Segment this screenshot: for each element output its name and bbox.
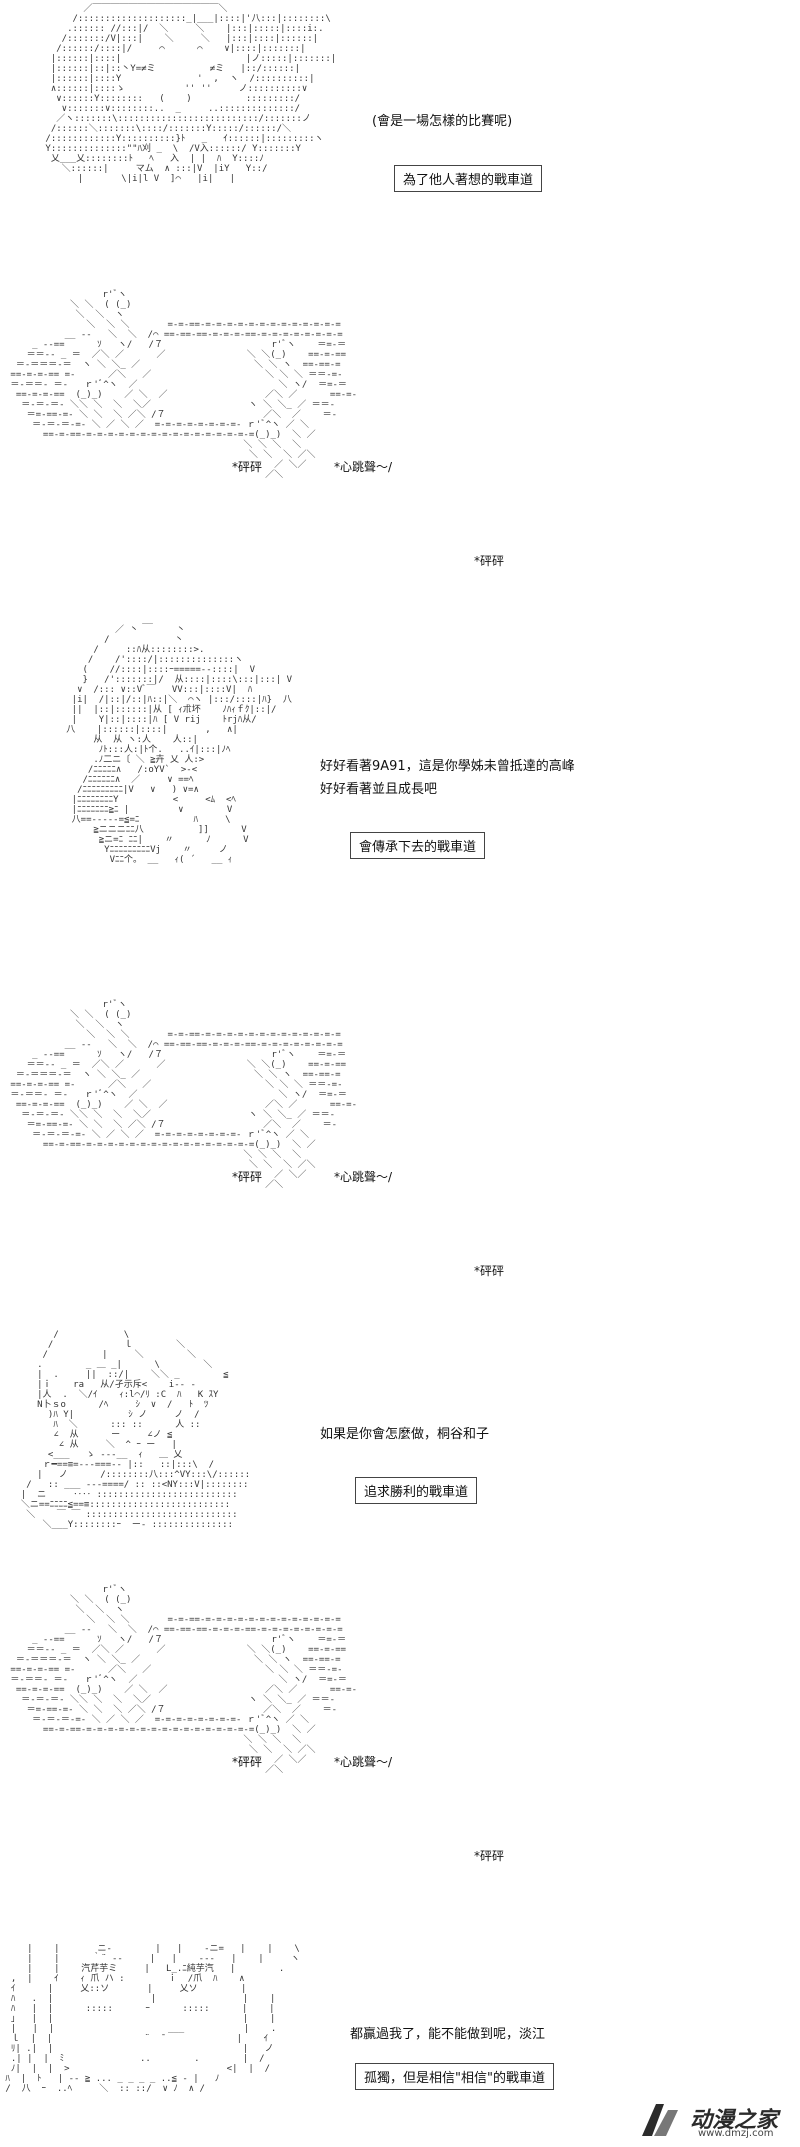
ascii-art-heartbeat: r'ﾞヽ ＼ ＼ ( (_) ＼ ＼ ヽ ＼ ＼ ＼ =‐=‐==‐=‐=‐=‐… (10, 290, 358, 480)
sfx-heartbeat: *心跳聲～/ (332, 1168, 395, 1185)
ascii-art-character-3: / \ / ｌ ＼ / | ＼ ＼ . _ ＿ _| \ ＼ | . || ::… (20, 1330, 251, 1530)
ascii-art-heartbeat: r'ﾞヽ ＼ ＼ ( (_) ＼ ＼ ヽ ＼ ＼ ＼ =‐=‐==‐=‐=‐=‐… (10, 1585, 358, 1775)
caption-line: 如果是你會怎麼做，桐谷和子 (320, 1427, 490, 1442)
boxed-caption: 孤獨，但是相信"相信"的戰車道 (355, 2063, 554, 2090)
panel-1: ／￣￣￣￣￣￣￣￣￣￣￣￣￣￣＼ /::::::::::::::::::::_|… (0, 0, 800, 300)
sfx-bang-2: *砰砰 (472, 1262, 507, 1279)
panel-4-heartbeat: r'ﾞヽ ＼ ＼ ( (_) ＼ ＼ ヽ ＼ ＼ ＼ =‐=‐==‐=‐=‐=‐… (0, 990, 800, 1300)
sfx-heartbeat: *心跳聲～/ (332, 1753, 395, 1770)
sfx-bang-2: *砰砰 (472, 1847, 507, 1864)
logo-text: 动漫之家 (690, 2108, 779, 2133)
sfx-bang-1: *砰砰 (230, 458, 265, 475)
caption-line: 都贏過我了，能不能做到呢，淡江 (350, 2027, 546, 2042)
panel-3: __ ／ 丶 丶 / 丶 / ::ﾊ从::::::::>. / /'::::/|… (0, 615, 800, 975)
panel-7: | | ニ- | | -ニ= | | \ | | ｀¨ ‐‐ | | -‐‐ |… (0, 1940, 800, 2147)
boxed-caption: 會傳承下去的戰車道 (350, 832, 486, 859)
sfx-bang-2: *砰砰 (472, 552, 507, 569)
ascii-art-heartbeat: r'ﾞヽ ＼ ＼ ( (_) ＼ ＼ ヽ ＼ ＼ ＼ =‐=‐==‐=‐=‐=‐… (10, 1000, 358, 1190)
logo-emblem-icon (642, 2104, 678, 2136)
caption-line: (會是一場怎樣的比賽呢) (372, 114, 513, 129)
sfx-heartbeat: *心跳聲～/ (332, 458, 395, 475)
panel-5: / \ / ｌ ＼ / | ＼ ＼ . _ ＿ _| \ ＼ | . || ::… (0, 1320, 800, 1620)
panel-2-heartbeat: r'ﾞヽ ＼ ＼ ( (_) ＼ ＼ ヽ ＼ ＼ ＼ =‐=‐==‐=‐=‐=‐… (0, 280, 800, 590)
boxed-caption: 為了他人著想的戰車道 (394, 165, 543, 192)
ascii-art-character-4: | | ニ- | | -ニ= | | \ | | ｀¨ ‐‐ | | -‐‐ |… (5, 1944, 300, 2094)
site-logo: 动漫之家 www.dmzj.com (634, 2100, 794, 2142)
caption-line: 好好看著9A91，這是你學姊未曾抵達的高峰 (320, 759, 575, 774)
boxed-caption: 追求勝利的戰車道 (355, 1477, 478, 1504)
sfx-bang-1: *砰砰 (230, 1753, 265, 1770)
caption-line: 好好看著並且成長吧 (320, 782, 438, 797)
panel-6-heartbeat: r'ﾞヽ ＼ ＼ ( (_) ＼ ＼ ヽ ＼ ＼ ＼ =‐=‐==‐=‐=‐=‐… (0, 1575, 800, 1885)
ascii-art-character-2: __ ／ 丶 丶 / 丶 / ::ﾊ从::::::::>. / /'::::/|… (66, 615, 292, 865)
ascii-art-character-1: ／￣￣￣￣￣￣￣￣￣￣￣￣￣￣＼ /::::::::::::::::::::_|… (45, 4, 337, 184)
logo-url: www.dmzj.com (698, 2128, 774, 2139)
sfx-bang-1: *砰砰 (230, 1168, 265, 1185)
